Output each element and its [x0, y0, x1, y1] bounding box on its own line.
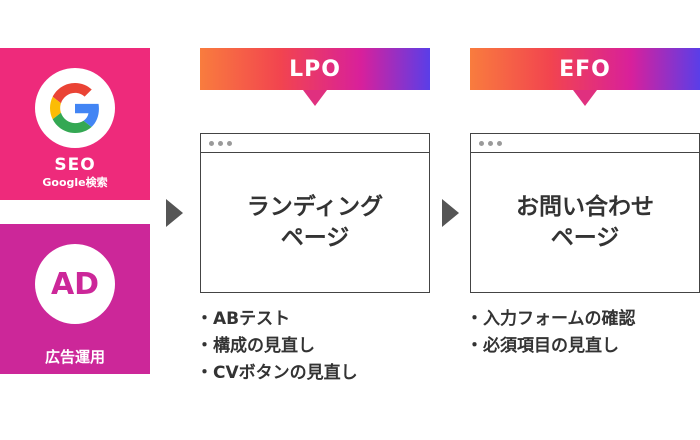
- lpo-title-line2: ページ: [280, 225, 350, 251]
- list-item: 構成の見直し: [196, 333, 358, 360]
- window-dot-icon: [218, 140, 223, 146]
- google-logo-circle: [35, 68, 115, 148]
- ad-badge: AD: [50, 266, 100, 302]
- ad-panel: AD 広告運用: [0, 224, 150, 374]
- efo-header-label: EFO: [559, 56, 611, 82]
- efo-header: EFO: [470, 48, 700, 90]
- lpo-title-line1: ランディング: [246, 194, 384, 220]
- efo-header-pointer: [573, 90, 597, 106]
- window-dot-icon: [209, 140, 214, 146]
- ad-badge-circle: AD: [35, 244, 115, 324]
- efo-item-list: 入力フォームの確認 必須項目の見直し: [466, 306, 636, 360]
- efo-title-line2: ページ: [550, 225, 620, 251]
- flow-arrow-1: [166, 199, 183, 227]
- ad-label: 広告運用: [44, 348, 105, 366]
- list-item: CVボタンの見直し: [196, 360, 358, 387]
- window-dot-icon: [227, 140, 232, 146]
- window-titlebar: [201, 134, 429, 153]
- list-item: 入力フォームの確認: [466, 306, 636, 333]
- seo-sublabel: Google検索: [42, 176, 108, 189]
- lpo-item-list: ABテスト 構成の見直し CVボタンの見直し: [196, 306, 358, 387]
- efo-window-title: お問い合わせ ページ: [471, 192, 699, 254]
- list-item: ABテスト: [196, 306, 358, 333]
- list-item: 必須項目の見直し: [466, 333, 636, 360]
- window-dot-icon: [479, 140, 484, 146]
- seo-label: SEO: [54, 155, 96, 175]
- window-titlebar: [471, 134, 699, 153]
- window-dot-icon: [488, 140, 493, 146]
- lpo-header-pointer: [303, 90, 327, 106]
- seo-panel: SEO Google検索: [0, 48, 150, 200]
- flow-arrow-2: [442, 199, 459, 227]
- lpo-browser-window: ランディング ページ: [200, 133, 430, 293]
- window-dot-icon: [497, 140, 502, 146]
- efo-title-line1: お問い合わせ: [516, 194, 654, 220]
- google-g-icon: [50, 83, 99, 133]
- lpo-header: LPO: [200, 48, 430, 90]
- lpo-header-label: LPO: [289, 56, 341, 82]
- efo-browser-window: お問い合わせ ページ: [470, 133, 700, 293]
- lpo-window-title: ランディング ページ: [201, 192, 429, 254]
